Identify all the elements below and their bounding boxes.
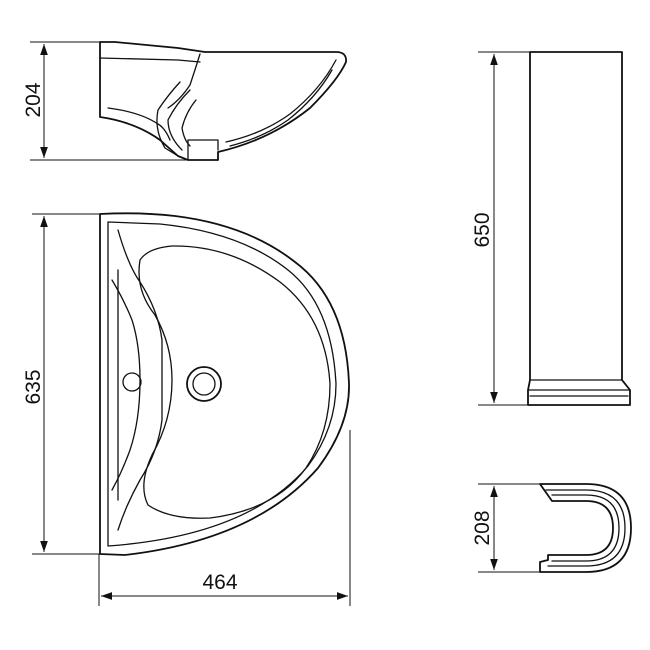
basin-top-view (99, 212, 350, 556)
dimension-208: 208 (471, 483, 545, 573)
pedestal-side-view (527, 51, 631, 406)
dimension-label-650: 650 (471, 212, 494, 247)
dimension-label-464: 464 (202, 571, 237, 594)
dimension-650: 650 (471, 51, 530, 406)
dimension-label-635: 635 (22, 369, 45, 404)
dimension-204: 204 (22, 41, 190, 161)
dimension-635: 635 (22, 213, 100, 555)
dimension-464: 464 (98, 430, 351, 606)
basin-side-view (99, 41, 347, 161)
pedestal-top-view (539, 483, 632, 573)
dimension-label-204: 204 (22, 82, 45, 117)
dimension-label-208: 208 (471, 510, 494, 545)
